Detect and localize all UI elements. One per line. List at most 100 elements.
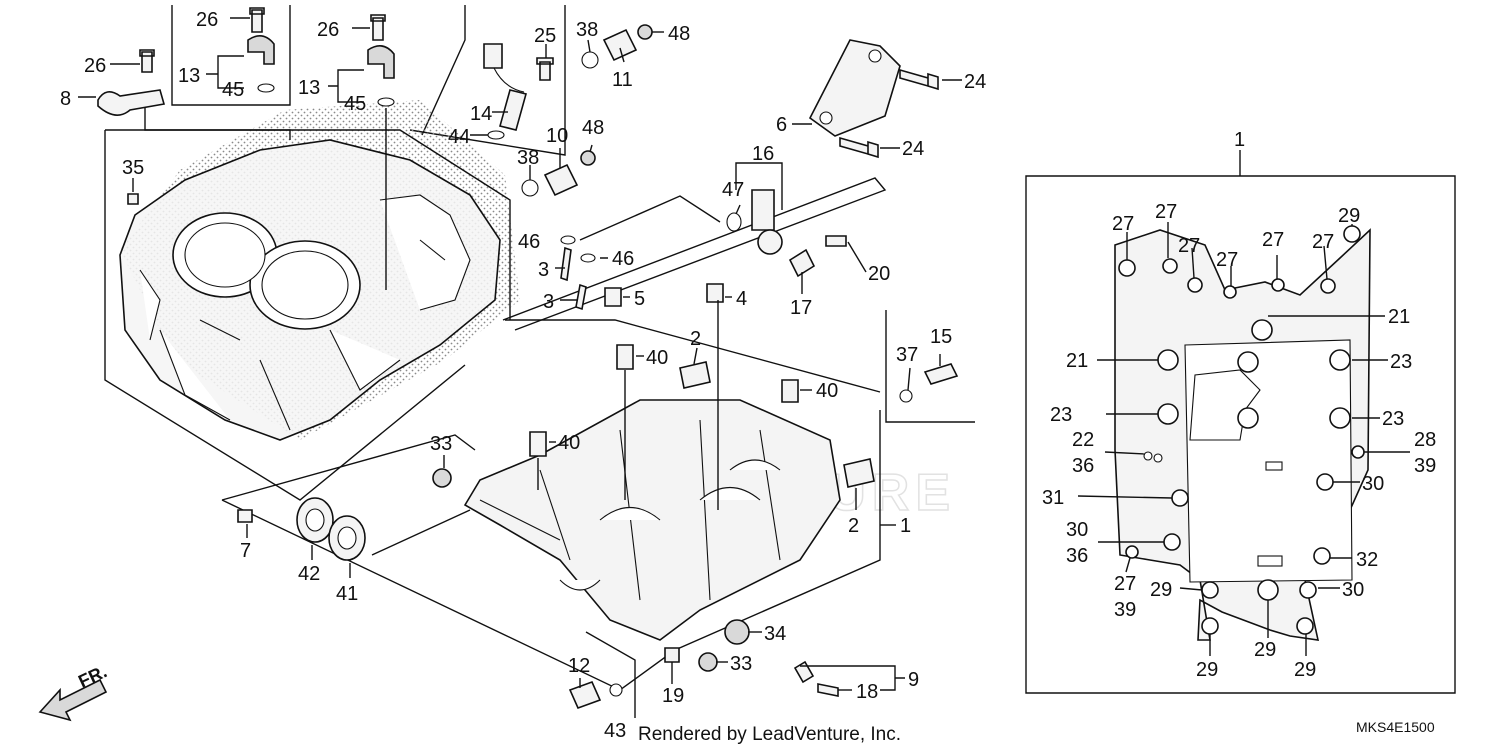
- hose-fitting-13-lower: [367, 45, 395, 79]
- washer-38-lower: [521, 179, 539, 197]
- callout-13: 13: [298, 77, 320, 99]
- o-ring-44: [487, 130, 505, 140]
- washer-46-right: [580, 253, 596, 263]
- callout-27: 27: [1216, 249, 1238, 271]
- washer-43: [609, 683, 623, 697]
- part-19: [664, 647, 680, 663]
- callout-46: 46: [518, 231, 540, 253]
- callout-2: 2: [848, 515, 859, 537]
- washer-38-upper: [581, 51, 599, 69]
- dowel-4: [706, 283, 724, 303]
- pin-7: [237, 509, 253, 523]
- callout-numbers: 26 13 45 26 8 26 13 45 25 14 44 38 11 48…: [60, 9, 1436, 742]
- callout-48: 48: [582, 117, 604, 139]
- callout-7: 7: [240, 540, 251, 562]
- clamp-8: [97, 89, 166, 116]
- cover-6: [808, 39, 901, 137]
- callout-26: 26: [317, 19, 339, 41]
- washer-48-upper: [637, 24, 653, 40]
- frame-hose-fitting-upper: [171, 5, 291, 106]
- callout-28: 28: [1414, 429, 1436, 451]
- callout-27: 27: [1114, 573, 1136, 595]
- callout-32: 32: [1356, 549, 1378, 571]
- callout-43: 43: [604, 720, 626, 742]
- callout-46: 46: [612, 248, 634, 270]
- switch-10: [543, 163, 579, 197]
- sensor-14-body: [499, 89, 527, 131]
- dowel-5: [604, 287, 622, 307]
- callout-2: 2: [690, 328, 701, 350]
- hose-fitting-13-upper: [247, 35, 275, 65]
- frame-lower-case-detail: [1025, 175, 1456, 694]
- upper-crankcase: [119, 100, 520, 441]
- plug-35: [127, 193, 139, 205]
- bolt-26-left: [139, 49, 155, 73]
- switch-15: [923, 363, 959, 385]
- leader-lines: [78, 17, 962, 718]
- nut-33-upper: [432, 468, 452, 488]
- frame-switch-group: [885, 310, 975, 423]
- callout-11: 11: [612, 69, 633, 91]
- bolt-20: [825, 235, 847, 247]
- callout-26: 26: [84, 55, 106, 77]
- callout-6: 6: [776, 114, 787, 136]
- o-ring-45-upper: [257, 83, 275, 93]
- callout-44: 44: [448, 126, 470, 148]
- dowel-40-a: [616, 344, 634, 370]
- callout-1: 1: [1234, 129, 1245, 151]
- callout-42: 42: [298, 563, 320, 585]
- bolt-26-upper: [249, 7, 265, 33]
- callout-45: 45: [344, 93, 366, 115]
- callout-19: 19: [662, 685, 684, 707]
- callout-41: 41: [336, 583, 358, 605]
- sensor-12: [568, 680, 602, 710]
- detail-leader-lines: [1077, 150, 1410, 656]
- frame-lower-case-top: [505, 319, 881, 393]
- callout-40: 40: [558, 432, 580, 454]
- o-ring-45-lower: [377, 97, 395, 107]
- callout-23: 23: [1390, 351, 1412, 373]
- lower-case-underside: [1114, 225, 1371, 641]
- callout-12: 12: [568, 655, 590, 677]
- callout-5: 5: [634, 288, 645, 310]
- callout-14: 14: [470, 103, 492, 125]
- callout-30: 30: [1066, 519, 1088, 541]
- pin-3-upper: [560, 246, 572, 282]
- callout-16: 16: [752, 143, 774, 165]
- callout-27: 27: [1262, 229, 1284, 251]
- callout-4: 4: [736, 288, 747, 310]
- washer-46-left: [560, 235, 576, 245]
- bolt-24-upper: [899, 68, 939, 91]
- bolt-9: [793, 660, 815, 684]
- bushing-2-lower: [843, 458, 875, 488]
- callout-40: 40: [816, 380, 838, 402]
- callout-33: 33: [730, 653, 752, 675]
- diagram-code: MKS4E1500: [1356, 719, 1435, 735]
- callout-33: 33: [430, 433, 452, 455]
- callout-21: 21: [1066, 350, 1088, 372]
- callout-37: 37: [896, 344, 918, 366]
- callout-24: 24: [964, 71, 986, 93]
- plug-34: [724, 619, 750, 645]
- lower-crankcase: [463, 399, 841, 641]
- fr-arrow-icon: [38, 678, 108, 722]
- callout-38: 38: [517, 147, 539, 169]
- callout-3: 3: [538, 259, 549, 281]
- bolt-25: [536, 57, 554, 81]
- o-ring-47: [726, 212, 742, 232]
- washer-48-lower: [580, 150, 596, 166]
- callout-38: 38: [576, 19, 598, 41]
- fr-label: FR.: [75, 661, 110, 691]
- callout-39: 39: [1414, 455, 1436, 477]
- dowel-40-c: [529, 431, 547, 457]
- callout-36: 36: [1072, 455, 1094, 477]
- callout-10: 10: [546, 125, 568, 147]
- bushing-2-upper: [679, 361, 711, 389]
- callout-24: 24: [902, 138, 924, 160]
- callout-39: 39: [1114, 599, 1136, 621]
- callout-27: 27: [1155, 201, 1177, 223]
- callout-29: 29: [1294, 659, 1316, 681]
- callout-27: 27: [1112, 213, 1134, 235]
- callout-26: 26: [196, 9, 218, 31]
